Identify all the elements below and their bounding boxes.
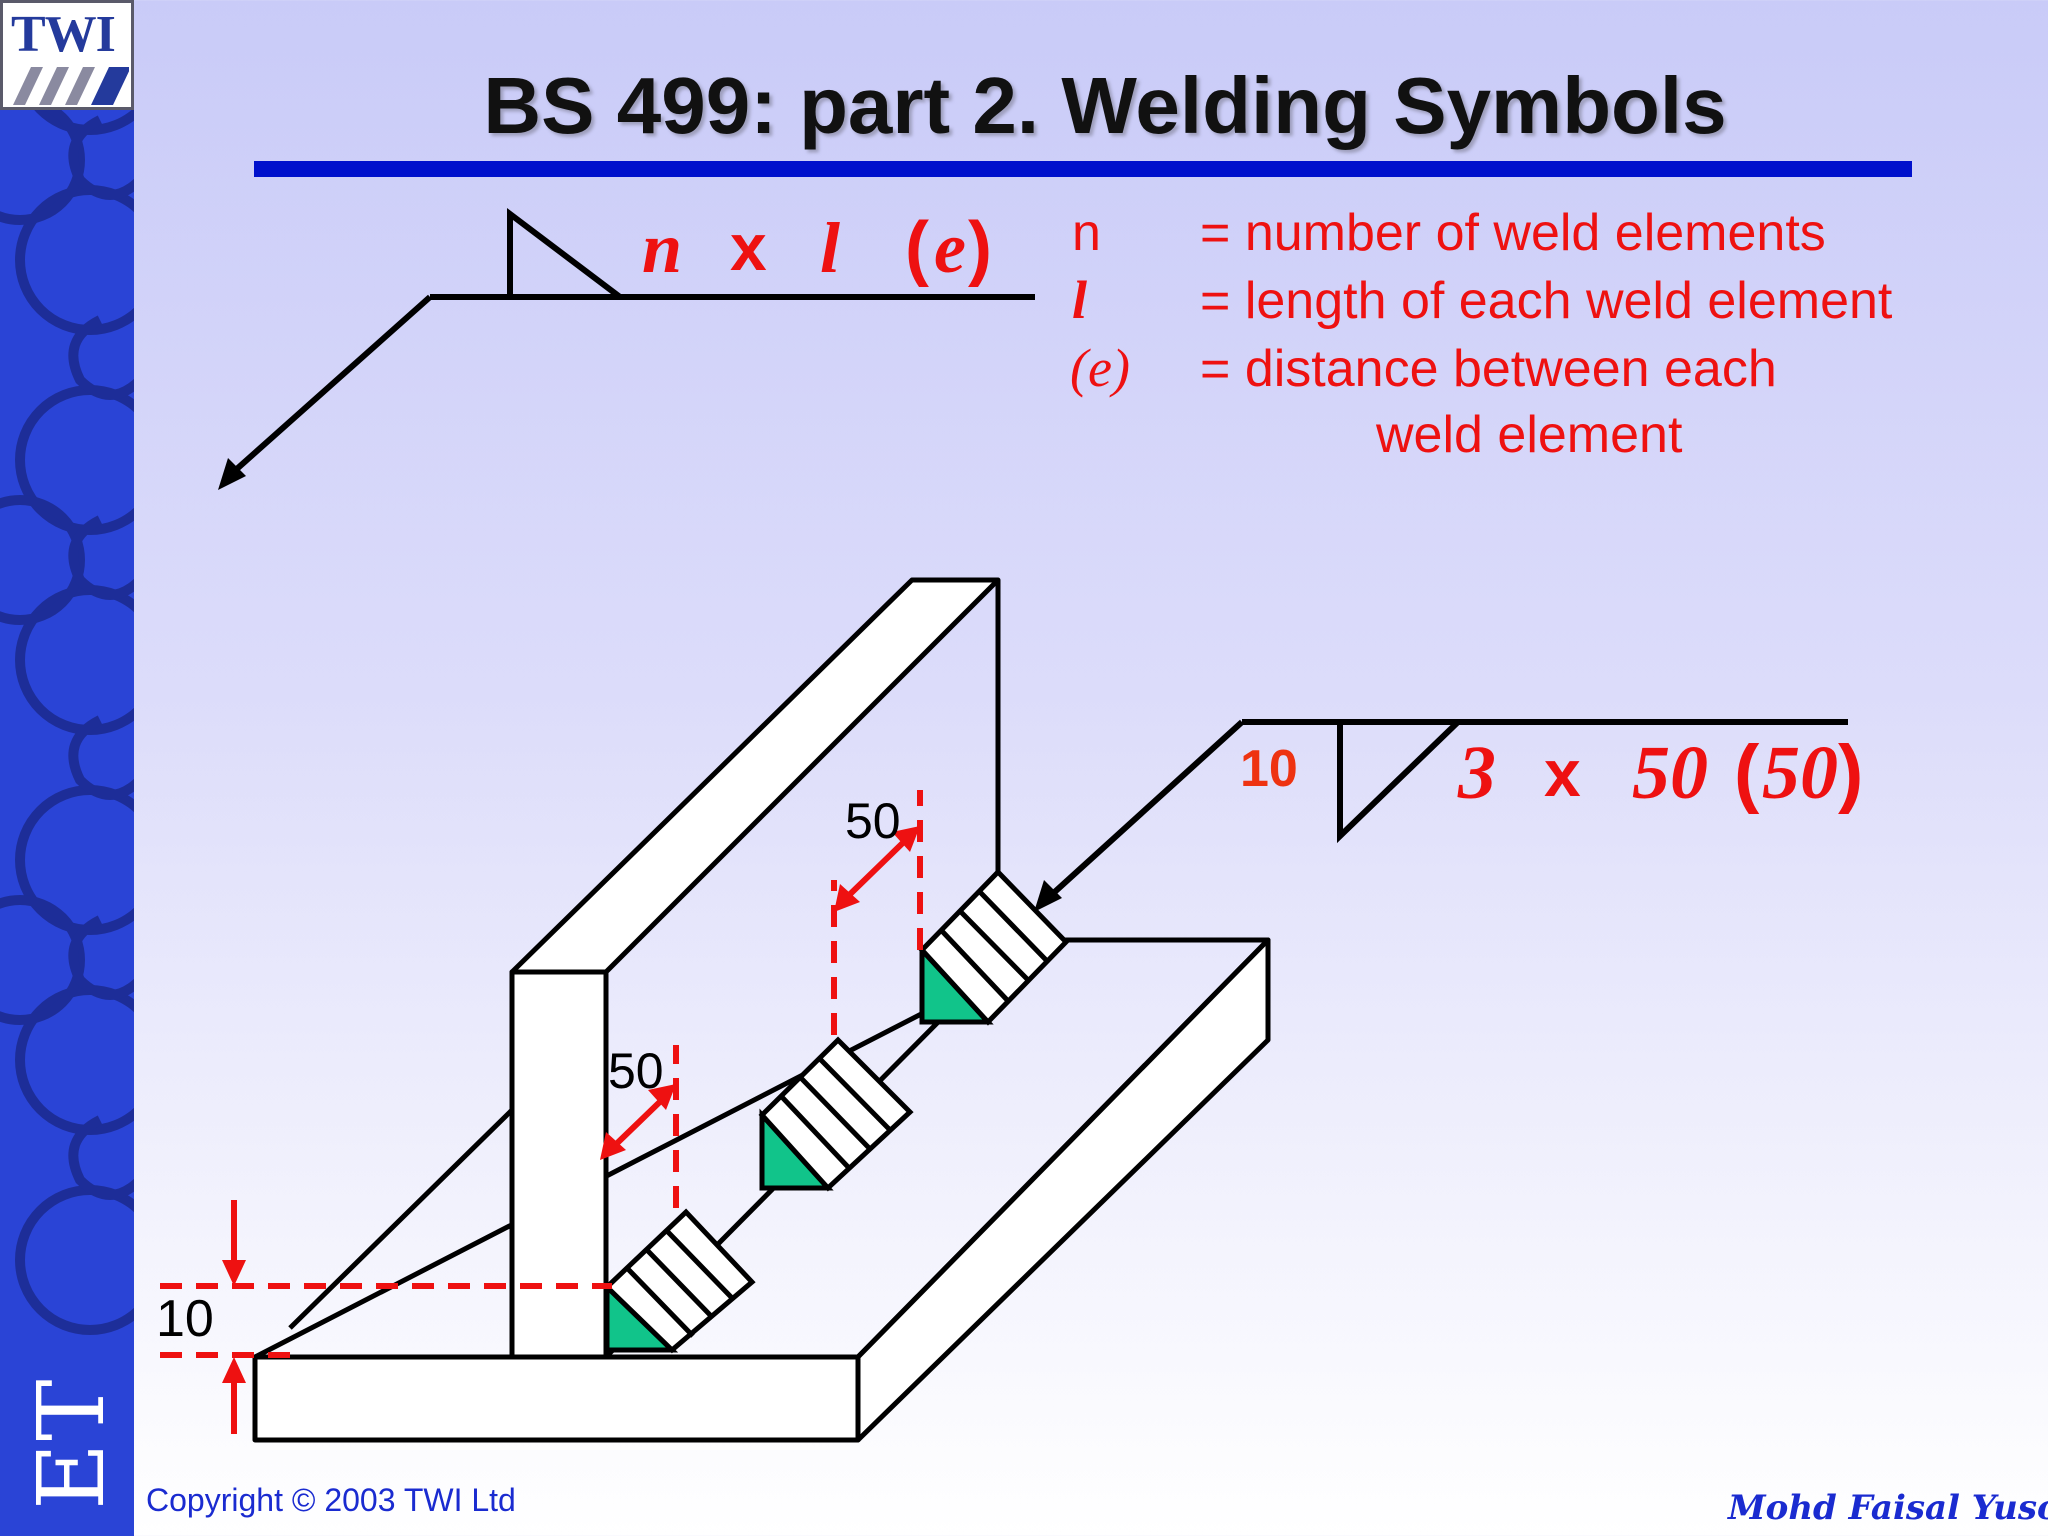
formula-l: l [820, 208, 840, 288]
generic-weld-symbol [228, 207, 1035, 478]
legend-continuation: weld element [1375, 406, 1683, 464]
dimension-length-label: 50 [608, 1043, 664, 1099]
weld-segment-2 [758, 1036, 914, 1192]
dimension-leg-label: 10 [156, 1290, 214, 1348]
copyright-text: Copyright © 2003 TWI Ltd [146, 1482, 516, 1518]
example-weld-symbol [1045, 719, 1848, 901]
formula-e: e [934, 208, 966, 288]
side-band: ET [0, 0, 134, 1536]
formula-n: n [642, 208, 682, 288]
example-gap-close: ) [1838, 730, 1863, 815]
example-gap: 50 [1762, 731, 1838, 815]
example-gap-open: ( [1734, 730, 1760, 815]
example-length: 50 [1632, 731, 1708, 815]
author-signature: Mohd Faisal Yuso [1728, 1488, 2048, 1528]
example-x: x [1544, 736, 1581, 810]
t-joint-drawing [252, 577, 1271, 1443]
dimension-gap-label: 50 [845, 793, 901, 849]
twi-logo: TWI [0, 0, 134, 110]
dimension-arrowheads [222, 826, 920, 1383]
logo-text: TWI [11, 6, 116, 63]
legend-symbol-n: n [1072, 204, 1101, 262]
legend-def-e: = distance between each [1200, 340, 1777, 398]
example-size: 10 [1240, 740, 1298, 798]
formula-e-close: ) [968, 208, 992, 288]
arrow-head-icon [218, 458, 246, 490]
legend-symbol-l: l [1072, 270, 1087, 330]
weld-segment-1 [603, 1208, 756, 1354]
formula-e-open: ( [905, 208, 929, 288]
legend-symbol-e: (e) [1070, 338, 1130, 398]
example-count: 3 [1457, 731, 1496, 815]
weld-segment-3 [918, 868, 1070, 1026]
formula-x: x [730, 210, 767, 284]
legend-def-n: = number of weld elements [1200, 204, 1826, 262]
dimension-lines [160, 790, 923, 1434]
legend-def-l: = length of each weld element [1200, 272, 1893, 330]
logo-slashes-icon [13, 67, 129, 105]
page-title: BS 499: part 2. Welding Symbols [483, 61, 1727, 150]
title-rule [254, 161, 1912, 177]
example-arrow-head-icon [1034, 880, 1062, 912]
